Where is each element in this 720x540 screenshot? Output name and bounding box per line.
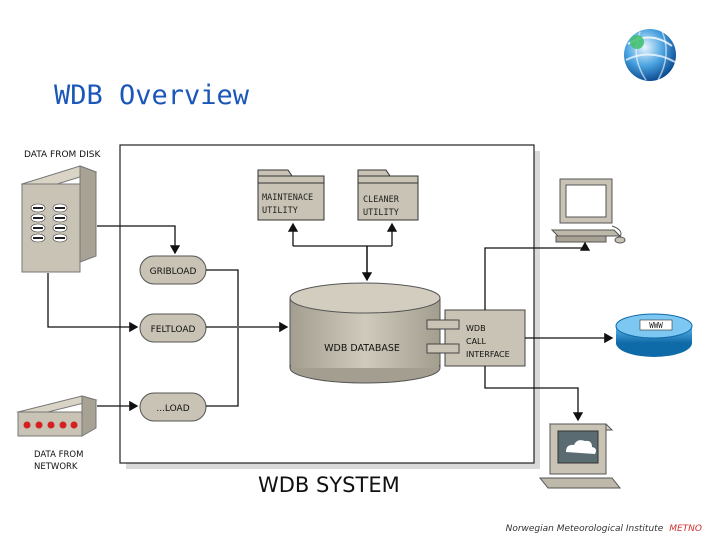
data-from-disk-label: DATA FROM DISK [24, 150, 101, 160]
maintenance-utility-folder [257, 169, 325, 221]
slide-title: WDB Overview [54, 80, 250, 111]
globe-logo-icon [624, 29, 676, 81]
xload-label: ...LOAD [156, 404, 189, 414]
www-router-icon [615, 313, 693, 357]
cleaner-utility-label-2: UTILITY [363, 208, 399, 218]
slide-footer: Norwegian Meteorological Institute METNO [506, 524, 702, 534]
disk-server-icon [20, 165, 98, 273]
data-from-network-label-2: NETWORK [34, 462, 78, 472]
wdb-database-cylinder [289, 282, 441, 384]
xload-box [139, 392, 207, 422]
cleaner-utility-folder [357, 169, 419, 221]
network-device-icon [16, 395, 98, 437]
feltload-box [139, 313, 207, 343]
wdb-database-label: WDB DATABASE [324, 343, 400, 354]
cleaner-utility-label-1: CLEANER [363, 195, 400, 205]
desktop-computer-icon [550, 178, 626, 244]
wdb-system-label: WDB SYSTEM [258, 473, 400, 497]
footer-org-text: Norwegian Meteorological Institute [505, 524, 664, 534]
call-interface-label-1: WDB [466, 324, 486, 333]
maintenance-utility-label-2: UTILITY [262, 206, 298, 216]
call-interface-label-2: CALL [466, 337, 487, 346]
gribload-label: GRIBLOAD [150, 267, 197, 277]
call-interface-label-3: INTERFACE [466, 350, 510, 359]
data-from-network-label-1: DATA FROM [34, 450, 83, 460]
www-label: WWW [649, 321, 663, 330]
terminal-computer-icon [538, 423, 622, 489]
footer-brand-text: METNO [669, 524, 702, 534]
feltload-label: FELTLOAD [151, 325, 196, 335]
maintenance-utility-label-1: MAINTENACE [262, 193, 313, 203]
